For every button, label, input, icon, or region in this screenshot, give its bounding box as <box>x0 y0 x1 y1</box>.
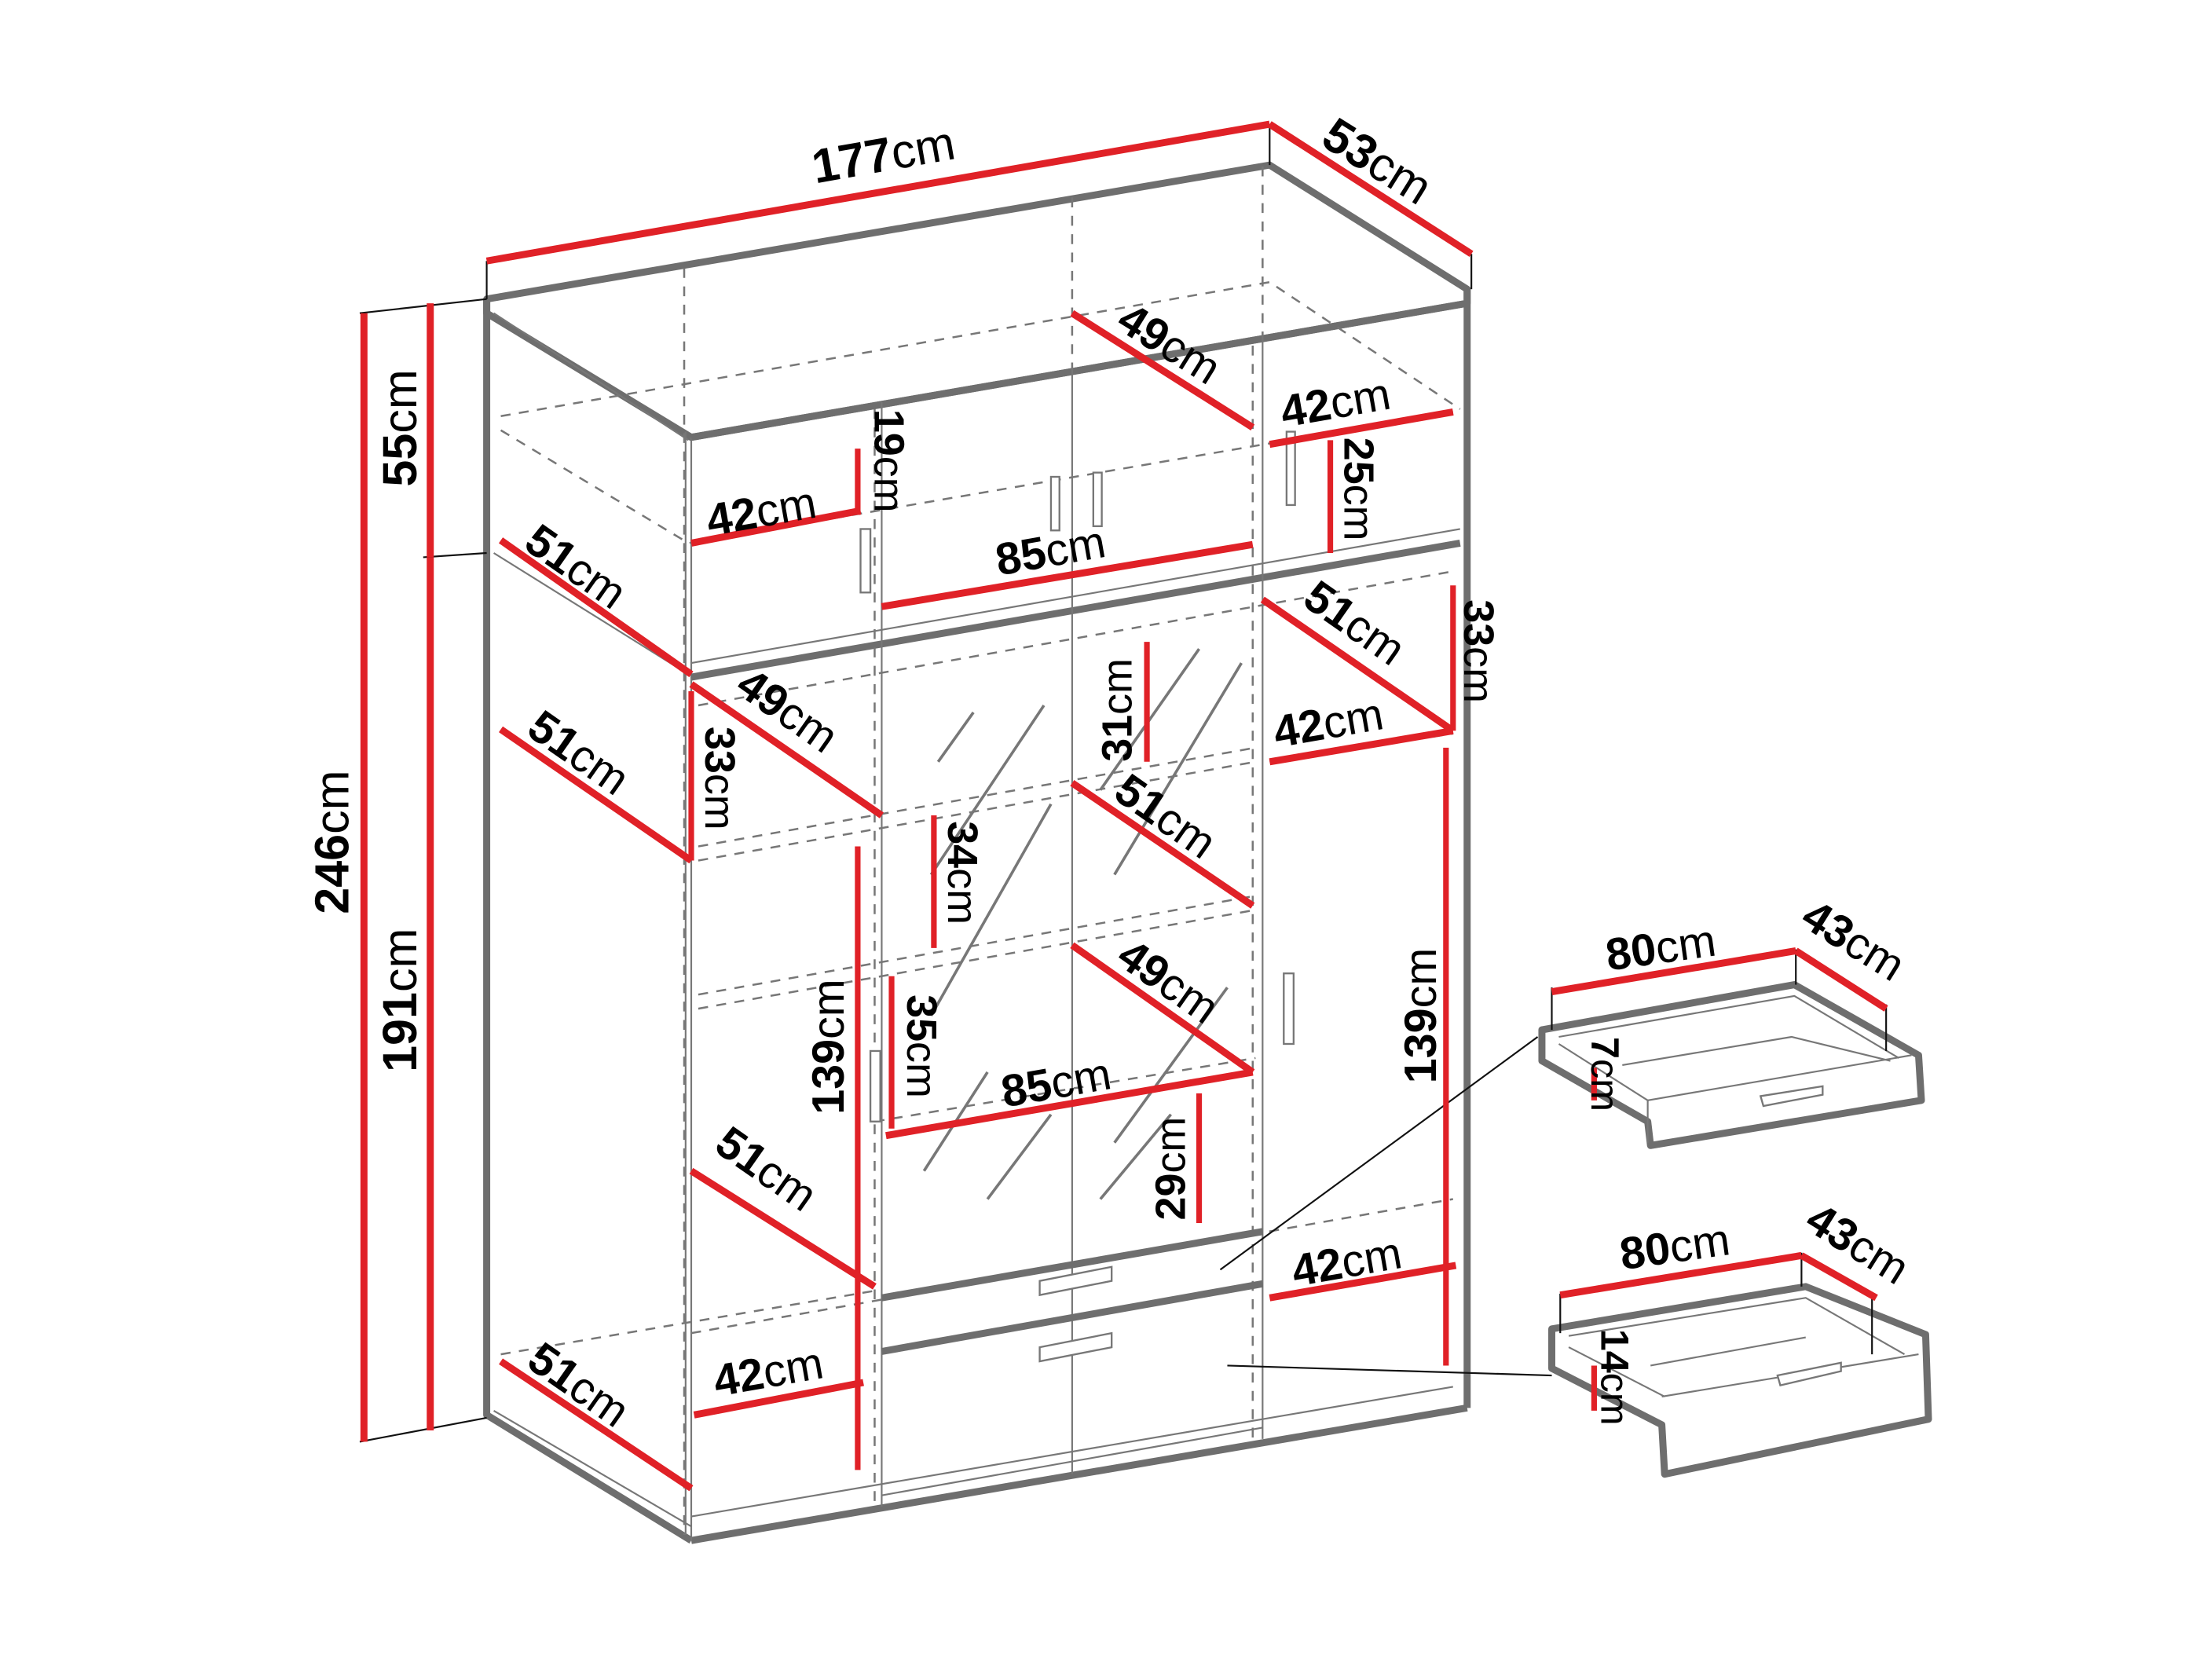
door-handle <box>1283 972 1295 1046</box>
large-drawer-depth-label: 43cm <box>1797 1193 1917 1295</box>
small-drawer-depth-label: 43cm <box>1793 890 1914 991</box>
top-left-height-label: 19cm <box>865 409 912 513</box>
large-drawer-width-label: 80cm <box>1617 1214 1733 1280</box>
center-lower-depth-label: 49cm <box>1108 929 1228 1034</box>
width-dim-line <box>485 120 1271 265</box>
bottom-height-label: 191cm <box>373 928 427 1072</box>
dimension-lines <box>360 120 1474 1492</box>
center-width-label: 85cm <box>998 1049 1115 1117</box>
left-side-panel <box>483 298 694 1544</box>
door-handle <box>869 1049 881 1122</box>
small-drawer-width-label: 80cm <box>1602 916 1719 981</box>
top-height-label: 55cm <box>373 369 427 486</box>
overall-depth-label: 53cm <box>1313 108 1441 215</box>
door-handle <box>1092 471 1103 528</box>
body-left-depth-label-1: 51cm <box>519 701 639 805</box>
body-left-bottom-width-label: 42cm <box>709 1338 826 1406</box>
right-top-height-label: 33cm <box>1455 599 1502 703</box>
extension-lines <box>359 124 1552 1443</box>
right-bottom-width-label: 42cm <box>1288 1228 1405 1296</box>
overall-height-label: 246cm <box>306 771 359 914</box>
right-top-width-label: 42cm <box>1269 689 1386 757</box>
drawer-handle <box>1038 1265 1113 1297</box>
top-center-depth-label: 49cm <box>1109 293 1229 394</box>
drawer-detail-small <box>1538 947 1925 1149</box>
top-center-width-label: 85cm <box>992 517 1109 585</box>
body-left-depth-label-2: 51cm <box>706 1117 826 1221</box>
depth-dim-line <box>1267 121 1474 258</box>
center-right-depth-label: 51cm <box>1106 764 1225 869</box>
body-left-compartment-height-label: 139cm <box>804 979 854 1114</box>
center-shelf-2-height-label: 35cm <box>898 994 945 1098</box>
drawer-detail-large <box>1548 1251 1932 1478</box>
door-handle <box>1049 475 1060 532</box>
mid-horizontal-band <box>690 540 1461 681</box>
top-right-width-label: 42cm <box>1276 369 1393 438</box>
bottom-front-edge <box>690 1404 1468 1544</box>
door-handle <box>1285 430 1296 507</box>
center-right-top-height-label: 31cm <box>1093 658 1141 762</box>
right-compartment-height-label: 139cm <box>1396 948 1446 1083</box>
small-drawer-height-label: 7cm <box>1583 1037 1628 1111</box>
top-left-width-label: 42cm <box>702 478 819 546</box>
door-handle <box>859 528 872 594</box>
drawer-handle <box>1038 1331 1113 1363</box>
large-drawer-height-label: 14cm <box>1592 1329 1637 1426</box>
top-right-height-label: 25cm <box>1335 438 1382 541</box>
body-left-depth-label-3: 51cm <box>519 1333 639 1437</box>
drawer-front-top-edge <box>881 1228 1264 1302</box>
body-left-shelf-height-label: 33cm <box>696 727 743 830</box>
center-shelf-1-height-label: 34cm <box>939 821 986 925</box>
center-lower-height-label: 29cm <box>1148 1117 1195 1221</box>
wardrobe-frame <box>483 161 1471 1544</box>
